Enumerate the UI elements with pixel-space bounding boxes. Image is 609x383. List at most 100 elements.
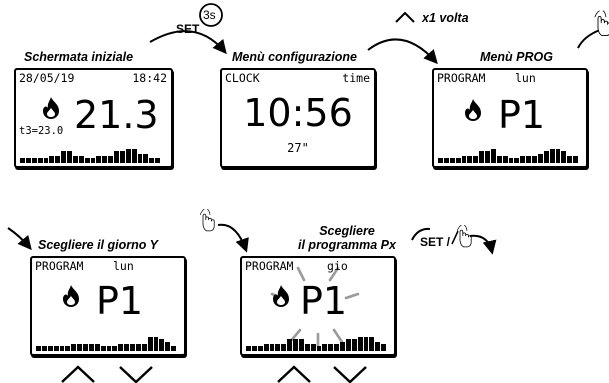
profile-bar bbox=[537, 153, 543, 163]
profile-bar bbox=[443, 158, 449, 163]
profile-bar bbox=[467, 156, 473, 163]
profile-bar bbox=[310, 344, 316, 351]
prog2-day: lun bbox=[113, 259, 134, 273]
profile-bar bbox=[96, 156, 102, 163]
profile-bar bbox=[49, 156, 55, 163]
profile-bar bbox=[293, 339, 298, 351]
profile-bar bbox=[567, 156, 573, 163]
up-arrow-icon-program bbox=[277, 365, 311, 383]
screen-clock: CLOCK time 10:56 27" bbox=[220, 68, 376, 168]
flame-icon bbox=[465, 99, 481, 121]
profile-bar bbox=[88, 344, 94, 351]
profile-bar bbox=[84, 158, 90, 163]
set-3s-circle bbox=[199, 3, 223, 27]
caption-scegliere-giorno: Scegliere il giorno Y bbox=[38, 238, 158, 252]
flame-icon bbox=[43, 97, 59, 119]
profile-bar bbox=[263, 344, 269, 351]
profile-bar bbox=[496, 156, 502, 163]
hand-touch-icon-right bbox=[456, 224, 472, 248]
home-setpoint: t3=23.0 bbox=[19, 125, 64, 137]
profile-bar bbox=[130, 344, 135, 351]
home-temperature: 21.3 bbox=[74, 93, 159, 137]
profile-bar bbox=[549, 149, 555, 163]
profile-bar bbox=[363, 337, 369, 351]
blink-rays bbox=[270, 266, 360, 350]
up-arrow-icon bbox=[395, 11, 415, 23]
caption-menu-configurazione: Menù configurazione bbox=[232, 50, 357, 64]
clock-mode: time bbox=[342, 71, 370, 85]
profile-bar bbox=[108, 156, 113, 163]
profile-bar bbox=[269, 344, 275, 351]
profile-bar bbox=[573, 156, 578, 163]
profile-bar bbox=[438, 158, 443, 163]
clock-label: CLOCK bbox=[225, 71, 260, 85]
up-arrow-icon-day bbox=[61, 365, 95, 383]
profile-bar bbox=[124, 344, 129, 351]
screen-day-select: PROGRAM lun P1 bbox=[30, 256, 186, 356]
profile-bar bbox=[381, 344, 386, 351]
arrow-into-day-select bbox=[7, 227, 32, 251]
prog3-label: PROGRAM bbox=[245, 259, 294, 273]
profile-bar bbox=[77, 344, 82, 351]
slash-divider bbox=[451, 230, 459, 245]
down-arrow-icon-day bbox=[119, 366, 153, 383]
prog3-program: P1 bbox=[300, 279, 348, 323]
profile-bar bbox=[479, 151, 484, 163]
profile-bar bbox=[47, 346, 53, 351]
profile-bar bbox=[37, 158, 43, 163]
profile-bar bbox=[94, 344, 100, 351]
hand-touch-icon-middle bbox=[199, 208, 215, 232]
clock-seconds: 27" bbox=[287, 141, 309, 155]
profile-bar bbox=[543, 151, 549, 163]
prog2-profile-bars bbox=[36, 337, 176, 351]
profile-bar bbox=[502, 156, 508, 163]
home-date: 28/05/19 bbox=[19, 71, 75, 85]
profile-bar bbox=[137, 153, 143, 163]
profile-bar bbox=[369, 337, 375, 351]
profile-bar bbox=[455, 158, 461, 163]
profile-bar bbox=[155, 158, 160, 163]
set-touch-label: SET / bbox=[420, 235, 451, 249]
profile-bar bbox=[287, 339, 292, 351]
caption-scegliere-programma: Scegliere il programma Px bbox=[272, 224, 422, 252]
arrow-continue-top bbox=[577, 29, 601, 49]
prog2-label: PROGRAM bbox=[35, 259, 84, 273]
profile-bar bbox=[171, 346, 176, 351]
profile-bar bbox=[53, 346, 59, 351]
profile-bar bbox=[526, 156, 531, 163]
profile-bar bbox=[59, 346, 65, 351]
profile-bar bbox=[555, 149, 561, 163]
screen-home: 28/05/19 18:42 21.3 t3=23.0 bbox=[14, 68, 173, 168]
arrow-program-confirm bbox=[469, 234, 497, 255]
profile-bar bbox=[119, 151, 125, 163]
profile-bar bbox=[25, 158, 31, 163]
set-label: SET bbox=[176, 22, 200, 36]
prog3-day: gio bbox=[327, 259, 348, 273]
profile-bar bbox=[322, 344, 328, 351]
profile-bar bbox=[514, 158, 520, 163]
profile-bar bbox=[102, 156, 108, 163]
profile-bar bbox=[20, 158, 25, 163]
prog3-profile-bars bbox=[246, 337, 386, 351]
profile-bar bbox=[561, 151, 567, 163]
profile-bar bbox=[298, 339, 304, 351]
profile-bar bbox=[153, 337, 159, 351]
profile-bar bbox=[351, 339, 357, 351]
profile-bar bbox=[31, 158, 37, 163]
caption-scegliere-programma-line2: il programma Px bbox=[298, 238, 396, 252]
arrow-clock-to-prog bbox=[367, 38, 438, 65]
profile-bar bbox=[114, 151, 119, 163]
caption-schermata-iniziale: Schermata iniziale bbox=[24, 50, 134, 64]
profile-bar bbox=[281, 344, 287, 351]
profile-bar bbox=[143, 153, 149, 163]
profile-bar bbox=[246, 346, 251, 351]
profile-bar bbox=[118, 344, 124, 351]
profile-bar bbox=[449, 158, 455, 163]
profile-bar bbox=[36, 346, 41, 351]
profile-bar bbox=[67, 151, 72, 163]
profile-bar bbox=[41, 346, 47, 351]
profile-bar bbox=[345, 339, 351, 351]
clock-time: 10:56 bbox=[243, 91, 353, 135]
profile-bar bbox=[147, 337, 153, 351]
profile-bar bbox=[357, 337, 363, 351]
